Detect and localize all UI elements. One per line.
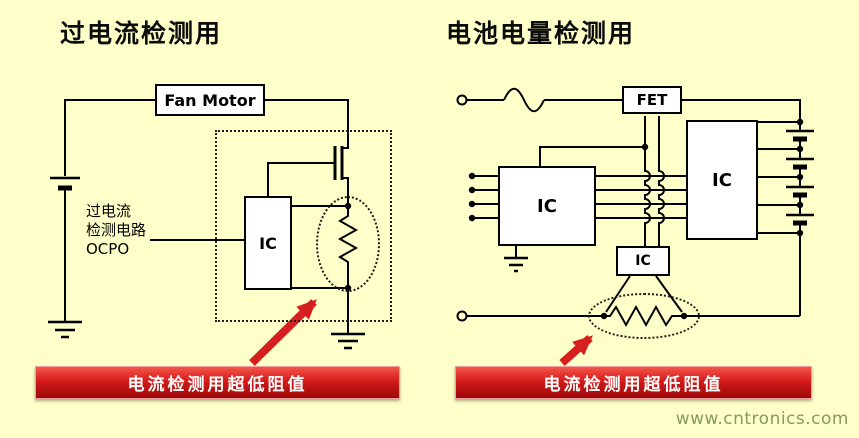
right-banner: 电流检测用超低阻值: [455, 366, 812, 399]
terminal-circle: [456, 310, 468, 322]
wire: [64, 99, 155, 176]
mosfet-icon: [267, 146, 344, 196]
ocpo-note-line1: 过电流: [86, 202, 132, 220]
right-callout-arrow-icon: [559, 335, 593, 366]
monitor-ic-label: IC: [712, 169, 732, 191]
detection-dotted-box: [215, 130, 392, 322]
sense-ic-box: IC: [616, 246, 670, 276]
left-ic-box: IC: [244, 196, 292, 290]
fet-label: FET: [636, 91, 668, 109]
ground-icon: [504, 246, 528, 273]
right-shunt-highlight-ellipse: [588, 293, 700, 339]
watermark-text: www.cntronics.com: [675, 409, 849, 429]
left-banner-text: 电流检测用超低阻值: [127, 375, 308, 395]
left-panel-title: 过电流检测用: [60, 19, 223, 48]
callout-arrows: [249, 299, 593, 366]
main-ic-label: IC: [537, 195, 557, 217]
junction-dot: [796, 229, 804, 237]
terminal-circle: [456, 94, 468, 106]
bus-wires: [596, 175, 686, 219]
right-panel-title: 电池电量检测用: [446, 19, 636, 48]
left-banner: 电流检测用超低阻值: [35, 366, 400, 399]
junction-dot: [796, 201, 804, 209]
junction-dot: [796, 145, 804, 153]
junction-dot: [641, 143, 649, 151]
fuse-icon: [503, 87, 545, 113]
junction-dot: [468, 172, 476, 180]
ocpo-note-line2: 检测电路: [86, 221, 147, 239]
crossover-wires: [644, 116, 665, 246]
junction-dot: [468, 214, 476, 222]
cell-tap-wires: [758, 121, 800, 234]
ocpo-note-line3: OCPO: [86, 240, 130, 258]
ocpo-note: 过电流 检测电路 OCPO: [86, 202, 146, 259]
left-shunt-highlight-ellipse: [316, 196, 380, 292]
junction-dot: [796, 173, 804, 181]
right-circuit: [456, 87, 814, 328]
junction-dot: [468, 200, 476, 208]
fan-motor-box: Fan Motor: [155, 84, 265, 116]
junction-dot: [796, 118, 804, 126]
wire: [539, 146, 645, 166]
right-banner-text: 电流检测用超低阻值: [543, 375, 724, 395]
ground-icon: [48, 320, 82, 339]
fan-motor-label: Fan Motor: [164, 90, 256, 110]
battery-icon: [50, 176, 80, 191]
junction-dot: [468, 186, 476, 194]
input-wires: [472, 175, 498, 219]
left-callout-arrow-icon: [249, 299, 317, 366]
wire: [265, 99, 349, 149]
monitor-ic-box: IC: [686, 120, 758, 240]
left-ic-label: IC: [259, 233, 277, 253]
sense-ic-label: IC: [635, 253, 651, 269]
ground-icon: [331, 332, 365, 350]
main-ic-box: IC: [498, 166, 596, 246]
fet-box: FET: [622, 86, 682, 114]
battery-stack-icon: [786, 129, 814, 316]
